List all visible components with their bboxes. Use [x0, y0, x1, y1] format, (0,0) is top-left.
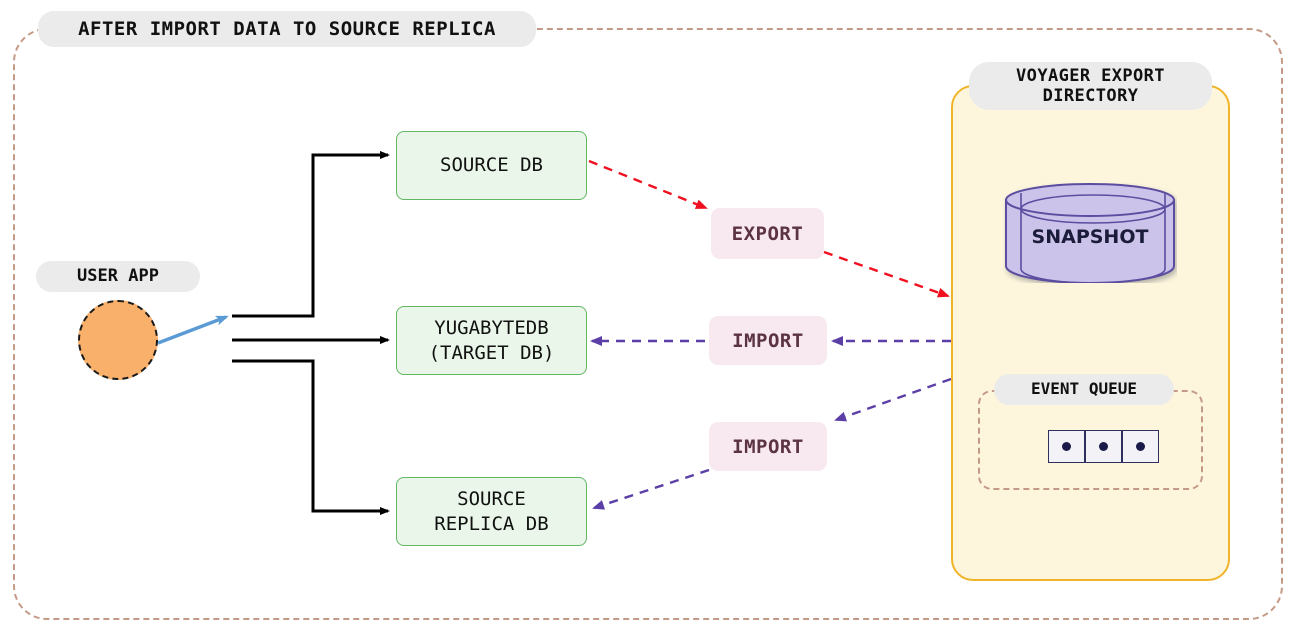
voyager-export-directory-container	[951, 85, 1230, 581]
import-target-action-label: IMPORT	[709, 316, 827, 365]
export-action-label: EXPORT	[711, 208, 824, 259]
voyager-export-directory-label: VOYAGER EXPORT DIRECTORY	[969, 62, 1212, 110]
user-app-label: USER APP	[36, 261, 200, 292]
snapshot-cylinder-icon	[1005, 183, 1175, 283]
event-dot-icon	[1062, 442, 1071, 451]
source-db-node[interactable]: SOURCE DB	[396, 131, 587, 200]
event-queue-cell	[1048, 430, 1085, 463]
user-app-node[interactable]	[78, 300, 158, 380]
event-queue-cell	[1085, 430, 1122, 463]
event-queue-cell	[1122, 430, 1159, 463]
source-replica-db-node[interactable]: SOURCE REPLICA DB	[396, 477, 587, 546]
event-dot-icon	[1136, 442, 1145, 451]
outer-frame	[13, 28, 1283, 620]
page-title: AFTER IMPORT DATA TO SOURCE REPLICA	[38, 11, 536, 47]
event-dot-icon	[1099, 442, 1108, 451]
event-queue-label: EVENT QUEUE	[994, 374, 1174, 405]
yugabytedb-target-db-node[interactable]: YUGABYTEDB (TARGET DB)	[396, 306, 587, 375]
import-replica-action-label: IMPORT	[709, 422, 827, 471]
